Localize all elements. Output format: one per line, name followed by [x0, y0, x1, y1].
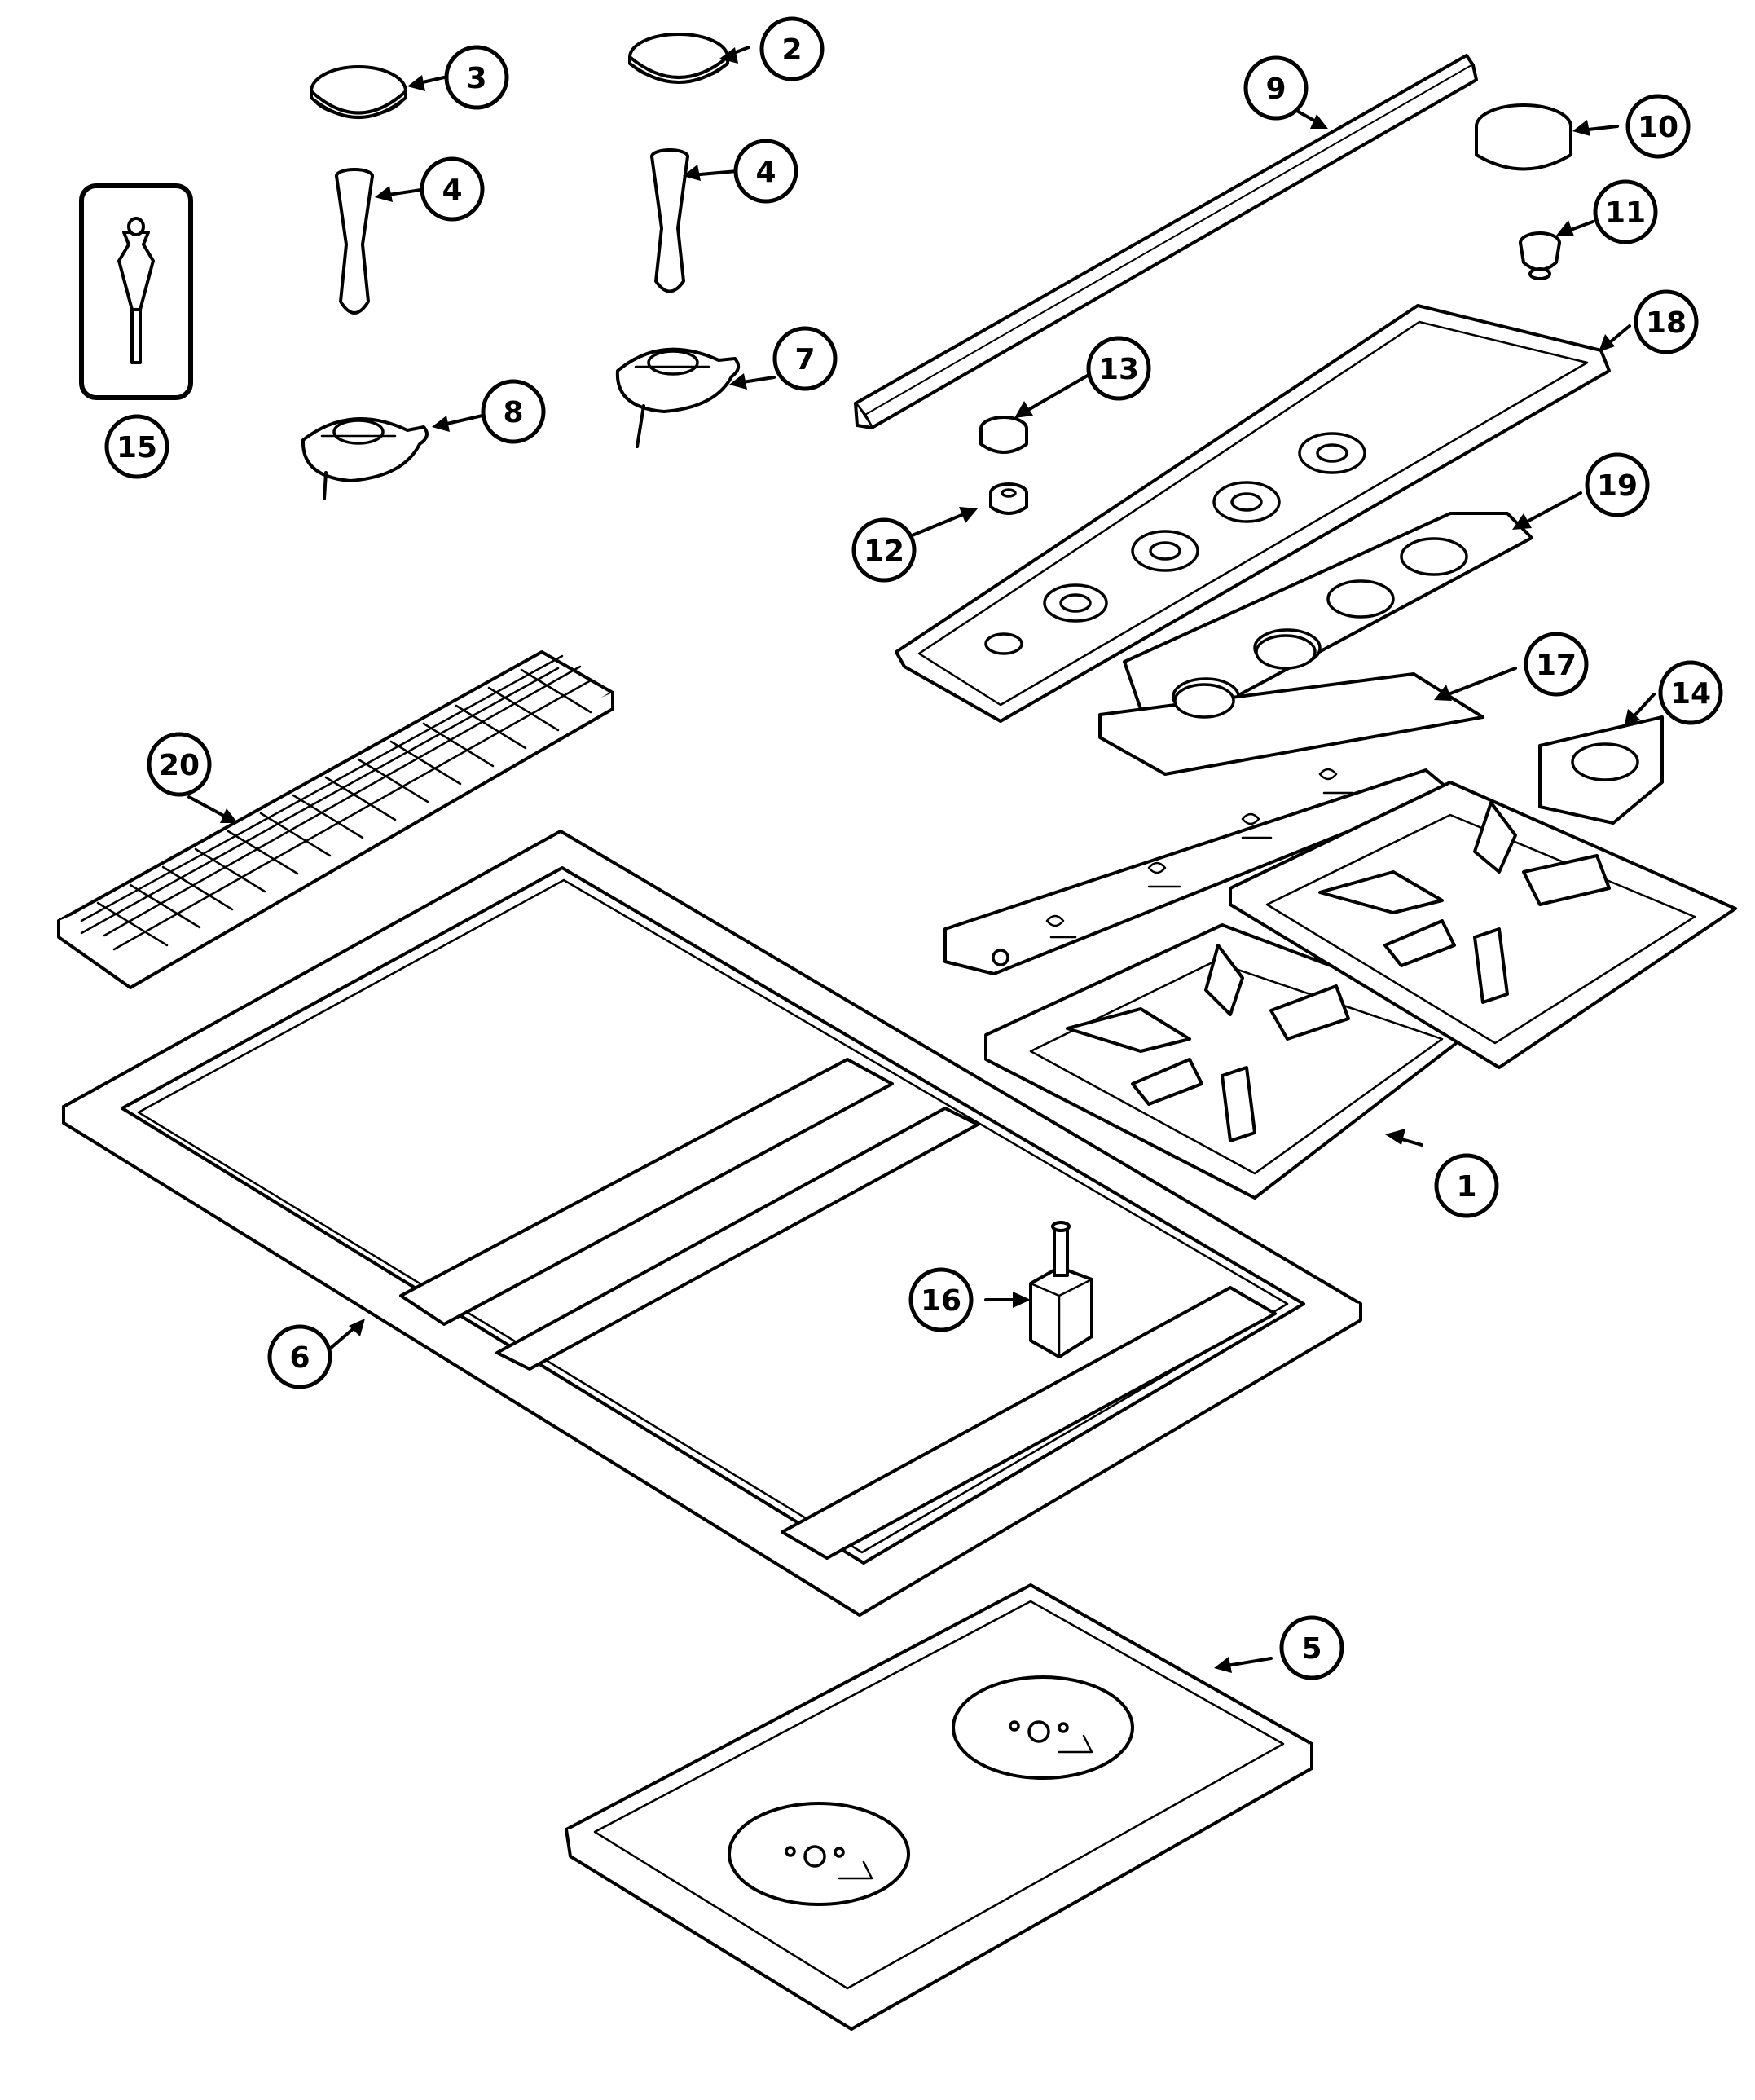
callout-12-label: 12 [864, 535, 904, 568]
callout-10: 10 [1625, 94, 1691, 159]
part-1-grate-left [984, 923, 1484, 1200]
part-14-bezel [1538, 715, 1664, 825]
callout-14: 14 [1658, 660, 1723, 725]
callout-19: 19 [1585, 452, 1650, 517]
callout-15: 15 [104, 414, 169, 479]
callout-13: 13 [1086, 336, 1151, 401]
part-10-knob [1475, 103, 1572, 171]
part-12-grommet [989, 482, 1028, 515]
callout-11-label: 11 [1605, 196, 1646, 230]
callout-3-label: 3 [466, 62, 486, 95]
callout-20: 20 [147, 732, 212, 797]
part-7-burner-base [615, 347, 741, 448]
part-15-ignitor [79, 183, 193, 400]
callout-11: 11 [1593, 179, 1658, 244]
part-11-small-knob [1519, 231, 1561, 280]
callout-1-label: 1 [1456, 1170, 1476, 1204]
part-2-burner-cap [628, 33, 729, 84]
callout-9-label: 9 [1265, 73, 1286, 106]
callout-5: 5 [1279, 1615, 1344, 1680]
part-1-grate-right [1229, 781, 1737, 1069]
part-13-cap [979, 416, 1028, 454]
callout-18-label: 18 [1646, 306, 1687, 340]
callout-17: 17 [1524, 632, 1589, 697]
callout-16-label: 16 [921, 1284, 961, 1318]
part-18-control-panel [895, 304, 1611, 723]
part-3-burner-cap [310, 65, 407, 119]
callout-4-left: 4 [420, 156, 485, 222]
callout-7: 7 [772, 326, 838, 391]
callout-12: 12 [851, 517, 917, 583]
callout-5-label: 5 [1301, 1632, 1322, 1666]
leader-lines [187, 46, 1656, 1673]
callout-7-label: 7 [794, 343, 815, 376]
callout-16: 16 [908, 1267, 974, 1332]
callout-4-right: 4 [733, 139, 798, 204]
callout-1: 1 [1434, 1153, 1499, 1218]
callout-4-left-label: 4 [442, 174, 462, 207]
part-8-burner-base [301, 417, 429, 500]
callout-3: 3 [444, 45, 509, 110]
callout-4-right-label: 4 [755, 156, 776, 189]
callout-2: 2 [759, 16, 825, 81]
callout-13-label: 13 [1098, 353, 1139, 386]
callout-6-label: 6 [289, 1341, 310, 1375]
callout-8-label: 8 [503, 396, 523, 429]
part-17-heat-shield [1098, 634, 1484, 776]
part-4-burner-tube-right [650, 148, 689, 293]
callout-6: 6 [267, 1324, 332, 1389]
callout-17-label: 17 [1536, 649, 1577, 682]
part-16-valve [1029, 1221, 1093, 1358]
callout-8: 8 [481, 379, 546, 444]
callout-2-label: 2 [781, 33, 802, 67]
part-5-drip-pan [565, 1583, 1313, 2031]
callout-14-label: 14 [1670, 677, 1711, 711]
callout-18: 18 [1634, 289, 1699, 354]
callout-10-label: 10 [1638, 111, 1678, 144]
burner-manifold-rail [943, 768, 1452, 975]
callout-15-label: 15 [117, 431, 157, 464]
callout-20-label: 20 [159, 749, 200, 782]
callout-19-label: 19 [1597, 469, 1638, 503]
callout-9: 9 [1243, 55, 1309, 121]
part-4-burner-tube-left [335, 168, 374, 315]
part-9-trim-strip [854, 54, 1478, 429]
part-20-grill-grate [57, 650, 614, 989]
part-6-cooktop-frame [62, 830, 1362, 1617]
